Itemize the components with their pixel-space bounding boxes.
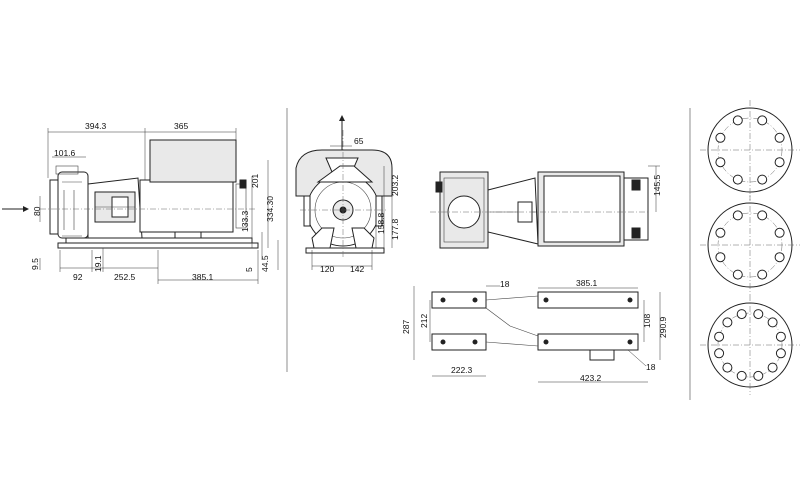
flange-1 <box>700 100 800 200</box>
side-dim-7: 19.1 <box>93 255 103 272</box>
bolt-hole <box>767 362 778 373</box>
front-dim-5: 120 <box>320 264 334 274</box>
bolt-hole <box>736 309 747 320</box>
flange-views <box>700 100 800 395</box>
base-pad-left-top <box>431 291 487 309</box>
terminal-box <box>149 139 237 183</box>
base-dim-4: 287 <box>401 320 411 334</box>
bolt-hole <box>715 252 726 263</box>
side-dim-10: 201 <box>250 174 260 188</box>
flange-3 <box>700 295 800 395</box>
side-dim-8: 252.5 <box>114 272 136 282</box>
base-pad-right-bottom <box>537 333 639 351</box>
bolt-hole <box>715 132 726 143</box>
front-dim-3: 158.8 <box>376 212 386 234</box>
side-dim-9: 385.1 <box>192 272 214 282</box>
bolt-hole <box>775 331 786 342</box>
side-view: 394.3 365 101.6 80 9.5 92 19.1 252.5 385… <box>2 121 279 284</box>
base-dim-7: 222.3 <box>451 365 473 375</box>
front-dim-4: 177.8 <box>390 218 400 240</box>
bolt-hole <box>753 370 764 381</box>
side-dim-12: 133.3 <box>240 210 250 232</box>
bolt-hole <box>753 309 764 320</box>
side-dim-14: 5 <box>244 267 254 272</box>
base-dim-2: 385.1 <box>576 278 598 288</box>
bolt-hole <box>774 227 785 238</box>
flange-2 <box>700 195 800 295</box>
bolt-hole <box>757 115 768 126</box>
side-dim-1: 394.3 <box>85 121 107 131</box>
base-pad-right-top <box>537 291 639 309</box>
front-base <box>305 247 385 254</box>
bolt-hole <box>722 317 733 328</box>
base-rail <box>65 237 253 244</box>
front-dim-1: 65 <box>354 136 364 146</box>
bolt-hole <box>714 348 725 359</box>
bolt-hole <box>715 227 726 238</box>
bolt-hole <box>736 370 747 381</box>
side-dim-13: 44.5 <box>260 255 270 272</box>
base-dim-5: 108 <box>642 314 652 328</box>
base-dim-6: 290.9 <box>658 316 668 338</box>
bolt-hole <box>722 362 733 373</box>
bolt-hole <box>774 132 785 143</box>
bolt-hole <box>757 269 768 280</box>
front-dim-2: 203.2 <box>390 174 400 196</box>
bolt-hole <box>714 331 725 342</box>
side-dim-11: 334.30 <box>265 196 275 222</box>
base-view: 18 385.1 212 287 108 290.9 222.3 423.2 1… <box>401 278 668 383</box>
base-dim-9: 18 <box>646 362 656 372</box>
bolt-hole <box>767 317 778 328</box>
motor-body <box>139 179 234 233</box>
bolt-hole <box>774 252 785 263</box>
bolt-hole <box>732 269 743 280</box>
front-dim-6: 142 <box>350 264 364 274</box>
bolt-hole <box>732 115 743 126</box>
bolt-hole <box>757 174 768 185</box>
front-view: 65 203.2 158.8 177.8 120 142 <box>295 115 400 274</box>
base-dim-8: 423.2 <box>580 373 602 383</box>
bolt-hole <box>715 157 726 168</box>
bolt-hole <box>757 210 768 221</box>
side-dim-6: 92 <box>73 272 83 282</box>
bolt-hole <box>774 157 785 168</box>
bolt-hole <box>732 210 743 221</box>
base-dim-3: 212 <box>419 314 429 328</box>
bolt-hole <box>775 348 786 359</box>
side-dim-3: 101.6 <box>54 148 76 158</box>
top-view: 145.5 <box>430 165 662 249</box>
base-pad-left-bottom <box>431 333 487 351</box>
side-dim-5: 9.5 <box>30 258 40 270</box>
side-dim-2: 365 <box>174 121 188 131</box>
top-dim-1: 145.5 <box>652 174 662 196</box>
side-dim-4: 80 <box>32 206 42 216</box>
base-dim-1: 18 <box>500 279 510 289</box>
bolt-hole <box>732 174 743 185</box>
